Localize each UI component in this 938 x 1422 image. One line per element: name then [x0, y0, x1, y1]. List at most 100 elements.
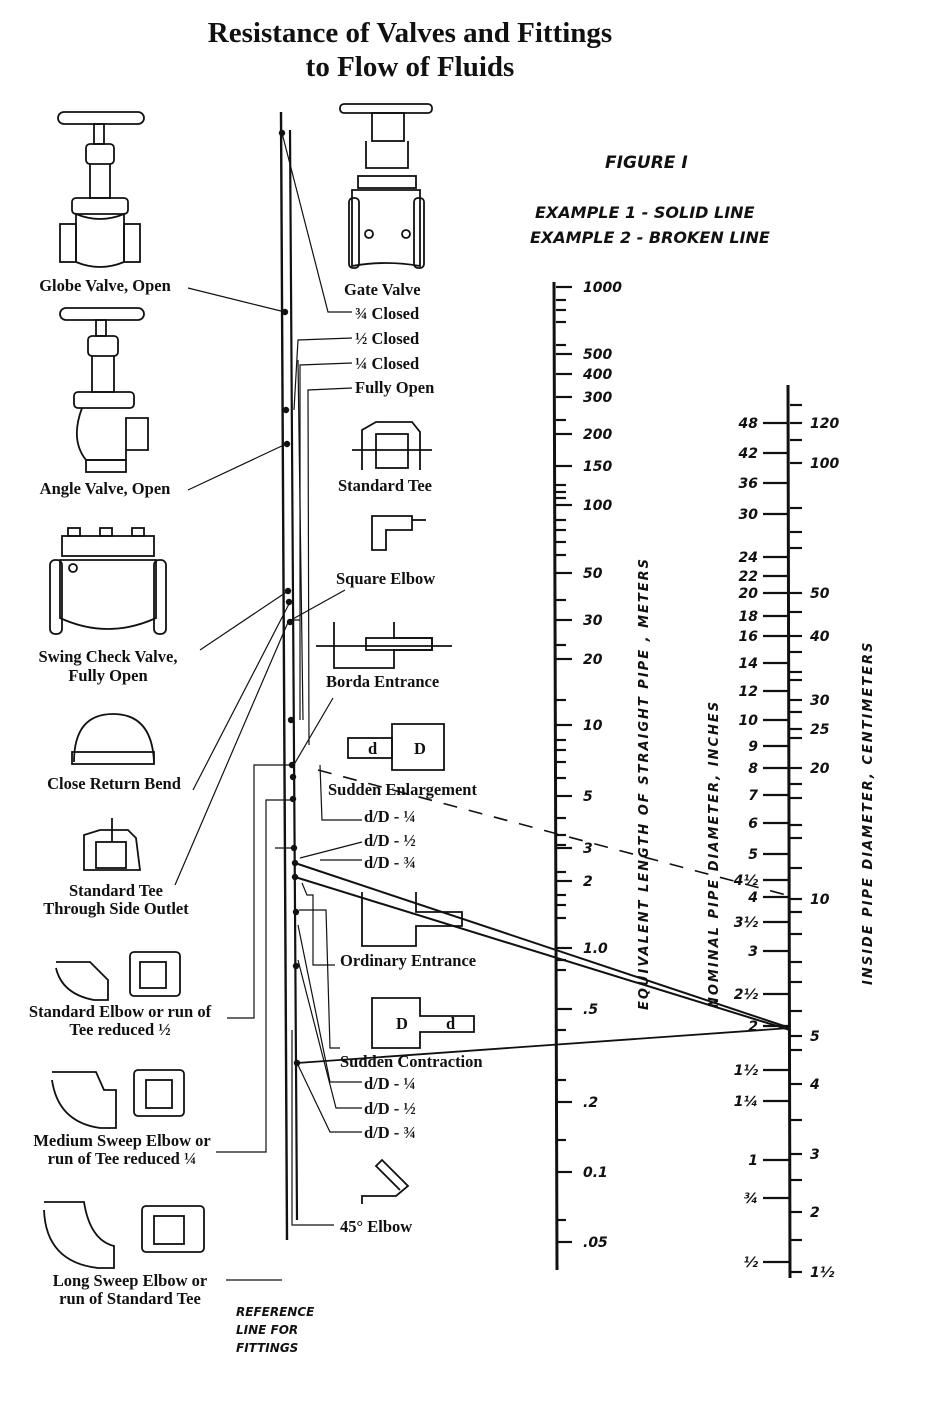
- nominal-tick-label: 2½: [734, 987, 759, 1003]
- eq-tick-label: 150: [583, 459, 612, 475]
- close-return-bend-icon: [71, 713, 155, 765]
- label-sudden-contraction: Sudden Contraction: [340, 1052, 483, 1071]
- label-borda-entrance: Borda Entrance: [326, 672, 439, 691]
- svg-text:FITTINGS: FITTINGS: [236, 1341, 298, 1355]
- cm-tick-label: 30: [810, 693, 830, 709]
- eq-tick-label: 10: [583, 718, 603, 734]
- example-2-label: EXAMPLE 2 - BROKEN LINE: [530, 228, 770, 247]
- nominal-tick-label: 8: [748, 761, 758, 777]
- inside-diameter-title: INSIDE PIPE DIAMETER, CENTIMETERS: [861, 641, 876, 985]
- cm-tick-label: 120: [810, 416, 839, 432]
- nominal-tick-label: 18: [739, 609, 759, 625]
- label-tee-side-1: Standard Tee: [69, 881, 163, 900]
- nominal-tick-label: 6: [748, 816, 758, 832]
- cm-tick-label: 25: [810, 722, 830, 738]
- globe-valve-icon: [57, 111, 145, 268]
- nominal-tick-label: 4: [747, 890, 758, 906]
- eq-tick-label: 20: [583, 652, 603, 668]
- angle-valve-icon: [59, 307, 149, 473]
- nominal-tick-label: 3: [748, 944, 758, 960]
- gate-valve-icon: [339, 103, 433, 269]
- eq-tick-label: 500: [583, 347, 612, 363]
- reference-line-label: REFERENCE LINE FOR FITTINGS: [236, 1305, 315, 1355]
- left-fitting-icons: [43, 111, 205, 1269]
- label-enl-1-4: d/D - ¼: [364, 807, 416, 826]
- eq-tick-label: 1.0: [583, 941, 608, 957]
- nominal-tick-label: 42: [738, 446, 758, 462]
- cm-tick-label: 3: [810, 1147, 820, 1163]
- eq-tick-label: .5: [583, 1002, 598, 1018]
- cm-tick-label: 20: [810, 761, 830, 777]
- equivalent-length-scale: 1000500400300200150100503020105321.0.5.2…: [552, 280, 652, 1271]
- svg-text:d: d: [368, 739, 377, 758]
- long-sweep-elbow-icon: [43, 1201, 205, 1269]
- nominal-tick-label: 24: [739, 550, 758, 566]
- label-std-elbow-2: Tee reduced ½: [69, 1020, 170, 1039]
- eq-tick-label: 300: [583, 390, 612, 406]
- reference-points: [278, 129, 301, 1067]
- label-con-3-4: d/D - ¾: [364, 1123, 416, 1142]
- right-fitting-icons: d D D d: [316, 103, 475, 1204]
- example-2-broken-line: [317, 769, 791, 897]
- label-gate-open: Fully Open: [355, 378, 434, 397]
- nominal-tick-label: 22: [739, 569, 758, 585]
- sudden-enlargement-icon: d D: [347, 723, 445, 771]
- label-gate-valve: Gate Valve: [344, 280, 421, 299]
- borda-entrance-icon: [316, 622, 452, 669]
- left-fitting-labels: Globe Valve, Open Angle Valve, Open Swin…: [29, 276, 212, 1308]
- nominal-tick-label: 3½: [734, 915, 759, 931]
- square-elbow-icon: [371, 515, 426, 551]
- nominal-tick-label: 10: [739, 713, 759, 729]
- pipe-diameter-scale: 484236302422201816141210987654½43½32½21½…: [707, 384, 876, 1281]
- example-1-solid-line: [294, 862, 791, 1064]
- nominal-tick-label: 7: [748, 788, 758, 804]
- nominal-tick-label: 20: [739, 586, 759, 602]
- cm-tick-label: 1½: [810, 1265, 835, 1281]
- label-med-elbow-2: run of Tee reduced ¼: [48, 1149, 197, 1168]
- ordinary-entrance-icon: [361, 892, 463, 947]
- label-angle-valve: Angle Valve, Open: [40, 479, 171, 498]
- eq-tick-label: 5: [583, 789, 593, 805]
- label-ordinary-entrance: Ordinary Entrance: [340, 951, 476, 970]
- label-con-1-2: d/D - ½: [364, 1099, 416, 1118]
- nominal-tick-label: 14: [739, 656, 758, 672]
- nominal-tick-label: ½: [744, 1255, 759, 1271]
- eq-tick-label: 200: [583, 427, 612, 443]
- cm-tick-label: 2: [810, 1205, 820, 1221]
- leader-lines: [174, 132, 363, 1281]
- tee-side-outlet-icon: [83, 818, 142, 871]
- eq-tick-label: 50: [583, 566, 603, 582]
- elbow-45-icon: [361, 1158, 410, 1204]
- example-1-label: EXAMPLE 1 - SOLID LINE: [535, 203, 755, 222]
- svg-text:D: D: [414, 739, 426, 758]
- label-gate-1-2: ½ Closed: [355, 329, 419, 348]
- nominal-tick-label: 30: [739, 507, 759, 523]
- label-std-elbow-1: Standard Elbow or run of: [29, 1002, 212, 1021]
- figure-label: FIGURE I: [605, 153, 688, 173]
- sudden-contraction-icon: D d: [371, 997, 475, 1049]
- label-long-elbow-1: Long Sweep Elbow or: [53, 1271, 207, 1290]
- label-45-elbow: 45° Elbow: [340, 1217, 412, 1236]
- cm-tick-label: 40: [809, 629, 830, 645]
- label-globe-valve: Globe Valve, Open: [39, 276, 171, 295]
- nominal-tick-label: 1¼: [734, 1094, 758, 1110]
- swing-check-valve-icon: [49, 527, 167, 635]
- eq-tick-label: 400: [582, 367, 612, 383]
- label-long-elbow-2: run of Standard Tee: [59, 1289, 201, 1308]
- label-sudden-enlargement: Sudden Enlargement: [328, 780, 477, 799]
- cm-tick-label: 10: [810, 892, 830, 908]
- cm-tick-label: 100: [810, 456, 839, 472]
- equivalent-length-title: EQUIVALENT LENGTH OF STRAIGHT PIPE , MET…: [637, 557, 652, 1010]
- title-line-1: Resistance of Valves and Fittings: [207, 17, 613, 49]
- label-med-elbow-1: Medium Sweep Elbow or: [33, 1131, 210, 1150]
- cm-tick-label: 50: [810, 586, 830, 602]
- medium-sweep-elbow-icon: [51, 1069, 185, 1129]
- label-gate-3-4: ¾ Closed: [355, 304, 419, 323]
- nominal-diameter-title: NOMINAL PIPE DIAMETER, INCHES: [707, 700, 722, 1008]
- label-swing-check-1: Swing Check Valve,: [39, 647, 178, 666]
- standard-tee-icon: [352, 421, 432, 470]
- label-gate-1-4: ¼ Closed: [355, 354, 419, 373]
- title-line-2: to Flow of Fluids: [305, 51, 515, 83]
- cm-tick-label: 4: [809, 1077, 820, 1093]
